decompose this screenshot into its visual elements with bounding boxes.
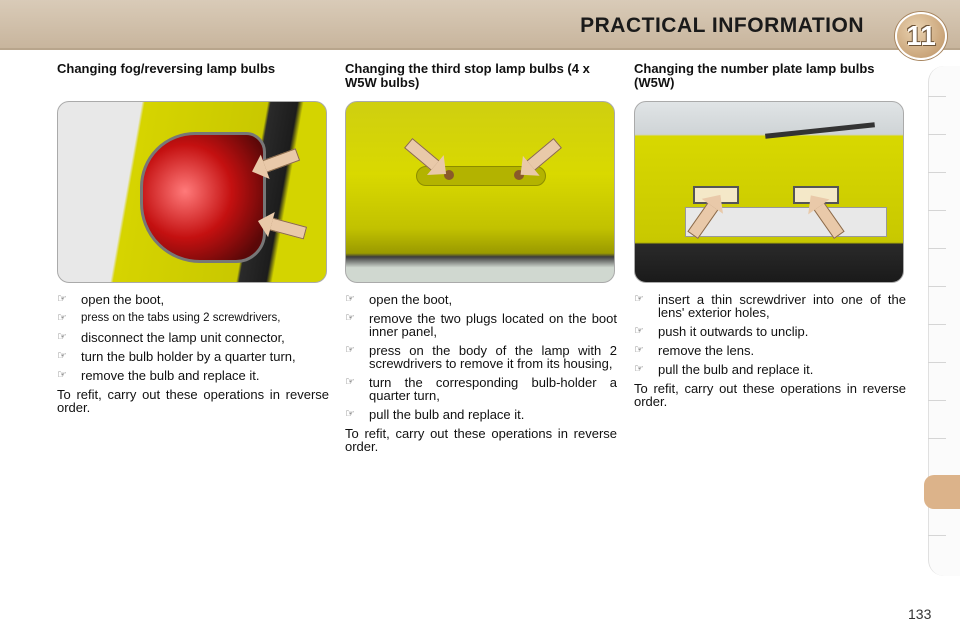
tab-divider: [928, 210, 946, 211]
pointing-hand-icon: ☞: [57, 293, 67, 305]
tab-divider: [928, 172, 946, 173]
page-title: PRACTICAL INFORMATION: [580, 14, 864, 37]
list-item: ☞pull the bulb and replace it.: [634, 362, 814, 377]
arrow-icon: [261, 148, 301, 173]
list-item: ☞turn the bulb holder by a quarter turn,: [57, 349, 296, 364]
list-item: ☞open the boot,: [345, 292, 453, 307]
plug: [444, 170, 454, 180]
pointing-hand-icon: ☞: [634, 344, 644, 356]
list-item: ☞press on the tabs using 2 screwdrivers,: [57, 312, 281, 324]
tab-divider: [928, 400, 946, 401]
plug: [514, 170, 524, 180]
list-item: ☞disconnect the lamp unit connector,: [57, 330, 285, 345]
section-heading: Changing the number plate lamp bulbs (W5…: [634, 61, 875, 90]
tab-divider: [928, 96, 946, 97]
list-item: ☞pull the bulb and replace it.: [345, 407, 525, 422]
steps-list: ☞open the boot, ☞press on the tabs using…: [57, 293, 329, 382]
pointing-hand-icon: ☞: [634, 325, 644, 337]
list-item: ☞remove the bulb and replace it.: [57, 368, 260, 383]
rear-lamp-photo: [57, 101, 327, 283]
tab-divider: [928, 286, 946, 287]
pointing-hand-icon: ☞: [345, 312, 355, 324]
section-heading: Changing the third stop lamp bulbs (4 x …: [345, 61, 590, 90]
refit-note: To refit, carry out these operations in …: [634, 381, 906, 409]
list-item: ☞remove the two plugs located on the boo…: [345, 311, 617, 339]
page-number: 133: [908, 606, 932, 622]
wiper-arm: [765, 122, 875, 139]
tab-divider: [928, 535, 946, 536]
pointing-hand-icon: ☞: [345, 376, 355, 388]
list-item: ☞push it outwards to unclip.: [634, 324, 809, 339]
tab-divider: [928, 324, 946, 325]
number-plate: [685, 207, 887, 237]
tab-divider: [928, 134, 946, 135]
active-chapter-tab[interactable]: [924, 475, 960, 509]
refit-note: To refit, carry out these operations in …: [57, 387, 329, 415]
pointing-hand-icon: ☞: [634, 293, 644, 305]
pointing-hand-icon: ☞: [634, 363, 644, 375]
list-item: ☞turn the corresponding bulb-holder a qu…: [345, 375, 617, 403]
list-item: ☞remove the lens.: [634, 343, 755, 358]
refit-note: To refit, carry out these operations in …: [345, 426, 617, 454]
pointing-hand-icon: ☞: [345, 293, 355, 305]
pointing-hand-icon: ☞: [57, 331, 67, 343]
tab-divider: [928, 248, 946, 249]
section-third-stop-lamp: Changing the third stop lamp bulbs (4 x …: [345, 62, 617, 453]
tab-divider: [928, 438, 946, 439]
list-item: ☞press on the body of the lamp with 2 sc…: [345, 343, 617, 371]
section-fog-reversing-lamp: Changing fog/reversing lamp bulbs ☞open …: [57, 62, 329, 414]
pointing-hand-icon: ☞: [57, 369, 67, 381]
section-number-plate-lamp: Changing the number plate lamp bulbs (W5…: [634, 62, 906, 408]
pointing-hand-icon: ☞: [57, 350, 67, 362]
tab-divider: [928, 362, 946, 363]
arrow-icon: [526, 137, 562, 172]
pointing-hand-icon: ☞: [345, 344, 355, 356]
page-header: PRACTICAL INFORMATION: [0, 0, 960, 50]
pointing-hand-icon: ☞: [57, 312, 67, 324]
steps-list: ☞insert a thin screwdriver into one of t…: [634, 293, 906, 376]
boot-inner-panel-photo: [345, 101, 615, 283]
steps-list: ☞open the boot, ☞remove the two plugs lo…: [345, 293, 617, 421]
arrow-icon: [268, 217, 308, 240]
number-plate-photo: [634, 101, 904, 283]
section-heading: Changing fog/reversing lamp bulbs: [57, 61, 276, 76]
list-item: ☞open the boot,: [57, 292, 165, 307]
pointing-hand-icon: ☞: [345, 408, 355, 420]
list-item: ☞insert a thin screwdriver into one of t…: [634, 292, 906, 320]
chapter-badge: 11: [895, 12, 947, 60]
tail-lamp-unit: [140, 132, 266, 263]
